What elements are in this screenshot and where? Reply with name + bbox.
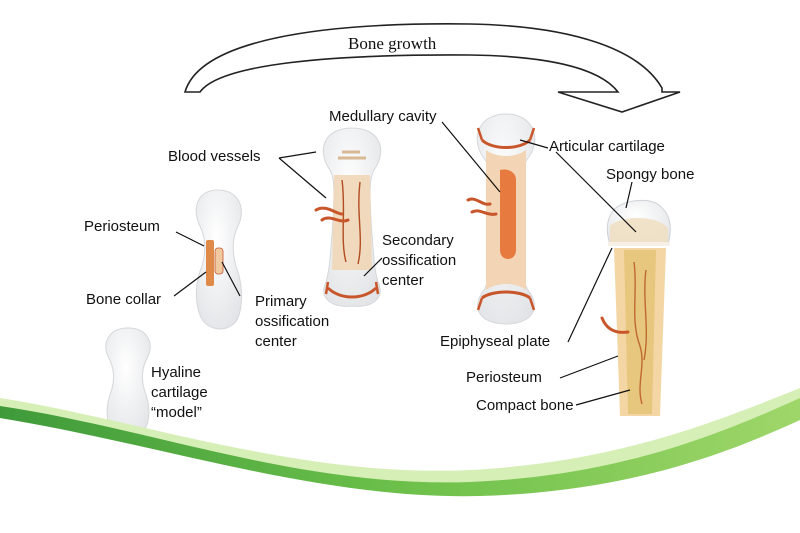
periosteum-label-stage5: Periosteum (466, 369, 542, 386)
blood-vessel-stage3 (314, 206, 350, 223)
bone-growth-label: Bone growth (348, 34, 437, 53)
primary-ossification-line3: center (255, 333, 297, 350)
articular-cartilage-label: Articular cartilage (549, 138, 665, 155)
hyaline-label-line1: Hyaline (151, 364, 202, 381)
stage-secondary-ossification (314, 127, 382, 307)
compact-bone-shaft (624, 250, 656, 414)
compact-bone-label: Compact bone (476, 397, 574, 414)
bone-collar-label: Bone collar (86, 291, 162, 308)
spongy-bone-label: Spongy bone (606, 166, 695, 183)
primary-ossification-line2: ossification (255, 313, 330, 330)
stage-mature-bone (600, 199, 671, 416)
medullary-cavity-label: Medullary cavity (329, 108, 437, 125)
stage-medullary-cavity (466, 113, 536, 325)
primary-center-mark (214, 247, 224, 275)
footer-wave (0, 388, 800, 533)
blood-vessel-stage4 (466, 197, 498, 216)
bone-collar-band (206, 240, 214, 286)
primary-ossification-line1: Primary (255, 293, 307, 310)
blood-vessels-label: Blood vessels (168, 148, 261, 165)
secondary-ossification-line1: Secondary (382, 232, 454, 249)
blood-vessel-stage5 (600, 316, 630, 334)
hyaline-label-line2: cartilage (151, 384, 208, 401)
bone-growth-arrow (183, 23, 681, 113)
secondary-ossification-line2: ossification (382, 252, 457, 269)
medullary-cavity-marrow (500, 169, 516, 259)
leader-lines (173, 121, 637, 406)
periosteum-label-stage2: Periosteum (84, 218, 160, 235)
epiphyseal-plate (608, 242, 670, 246)
secondary-ossification-line3: center (382, 272, 424, 289)
spongy-bone (610, 218, 668, 244)
stage-bone-collar (195, 189, 243, 330)
epiphyseal-plate-label: Epiphyseal plate (440, 333, 551, 350)
hyaline-label-line3: “model” (151, 404, 202, 421)
